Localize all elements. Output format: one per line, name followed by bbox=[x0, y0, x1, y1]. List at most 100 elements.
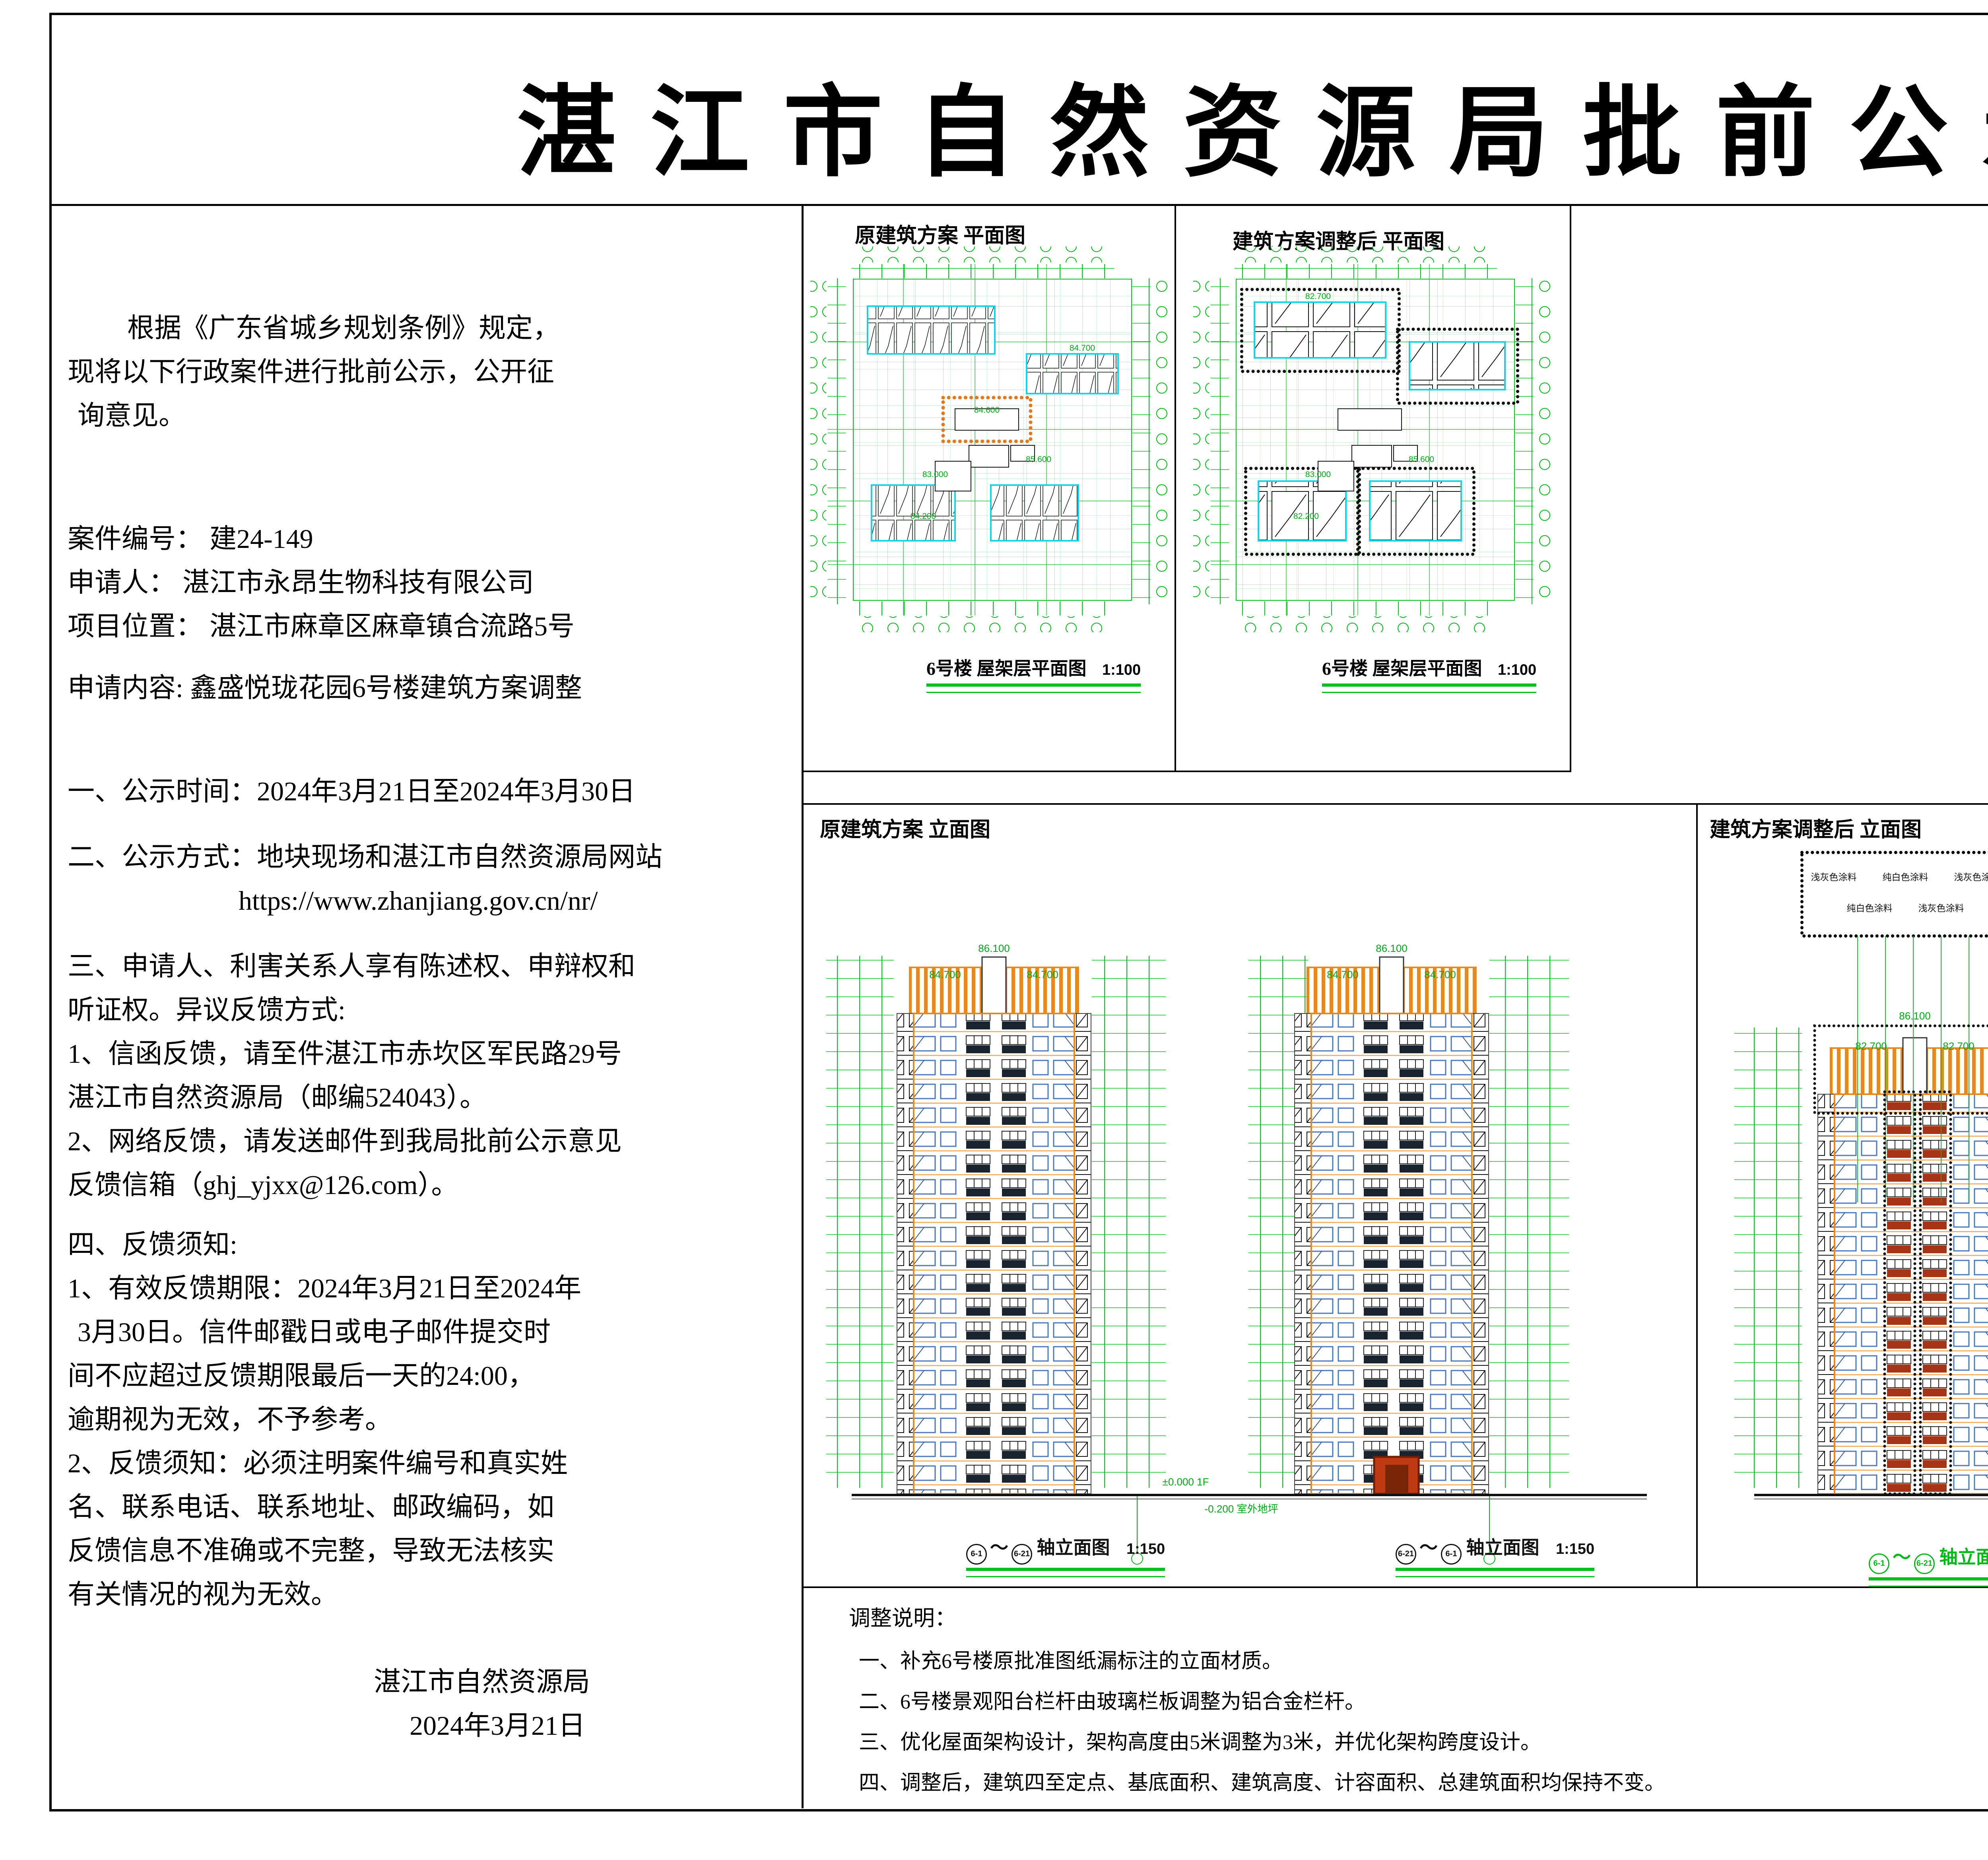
caption-text: 轴立面图 bbox=[1037, 1538, 1110, 1558]
body-line: 湛江市自然资源局（邮编524043）。 bbox=[68, 1082, 487, 1113]
caption-scale: 1:150 bbox=[1126, 1541, 1165, 1557]
body-line: 3月30日。信件邮戳日或电子邮件提交时 bbox=[78, 1317, 551, 1347]
body-line: 1、有效反馈期限：2024年3月21日至2024年 bbox=[68, 1273, 582, 1303]
tower-1-adjusted bbox=[1817, 1037, 1988, 1495]
body-line: 2、反馈须知：必须注明案件编号和真实姓 bbox=[68, 1448, 568, 1478]
entrance-portal bbox=[1373, 1456, 1420, 1495]
page-title: 湛江市自然资源局批前公示 bbox=[517, 79, 1988, 189]
plan-adjusted-axes bbox=[1193, 247, 1551, 632]
elevation-adjusted-section: 浅灰色涂料 纯白色涂料 浅灰色涂料 纯白色涂料 浅灰色涂料 纯白色涂料 浅灰色涂… bbox=[1734, 851, 1988, 1499]
ground-line bbox=[852, 1494, 1647, 1565]
level-core: 86.100 bbox=[978, 942, 1010, 954]
axis-bubble: 6-21 bbox=[1011, 1544, 1032, 1565]
caption-text: 6号楼 屋架层平面图 bbox=[1322, 658, 1482, 679]
body-line: 2、网络反馈，请发送邮件到我局批前公示意见 bbox=[68, 1126, 622, 1156]
level-crown: 84.700 bbox=[1027, 969, 1058, 980]
level-label: 84.200 bbox=[911, 512, 936, 521]
divider-elevations bbox=[1696, 803, 1698, 1587]
body-line: 三、申请人、利害关系人享有陈述权、申辩权和 bbox=[68, 951, 636, 981]
roof-truss-groups bbox=[867, 305, 1119, 542]
level-label: 82.200 bbox=[1293, 512, 1319, 521]
axis-bubble: 6-1 bbox=[1869, 1553, 1889, 1574]
revision-clouds-black bbox=[1240, 288, 1519, 556]
body-line: 二、公示方式：地块现场和湛江市自然资源局网站 bbox=[68, 842, 663, 872]
caption-underline bbox=[1396, 1567, 1595, 1577]
body-line: 现将以下行政案件进行批前公示，公开征 bbox=[68, 357, 555, 387]
body-line: 1、信函反馈，请至件湛江市赤坎区军民路29号 bbox=[68, 1039, 622, 1069]
signature-agency: 湛江市自然资源局 bbox=[374, 1667, 590, 1697]
level-label: 82.700 bbox=[1305, 292, 1331, 301]
axis-bubble: 6-1 bbox=[966, 1544, 987, 1565]
plan-level-labels: 82.700 82.200 85.600 83.000 bbox=[1293, 292, 1434, 521]
tilde: ～ bbox=[1893, 1547, 1911, 1567]
level-crown: 84.700 bbox=[1327, 969, 1359, 980]
axis-bubble: 6-21 bbox=[1914, 1553, 1935, 1574]
axis-bubble: 6-1 bbox=[1441, 1544, 1462, 1565]
website-url: https://www.zhanjiang.gov.cn/nr/ bbox=[239, 885, 598, 916]
elevation-original-section: 86.100 84.700 84.700 86.100 84.700 84.70… bbox=[826, 942, 1647, 1565]
level-labels: 86.100 82.700 82.700 86.100 82.700 82.70… bbox=[1855, 1010, 1974, 1052]
ground-line bbox=[1754, 1494, 1988, 1499]
divider-left-column bbox=[802, 204, 804, 1808]
divider-plans bbox=[1175, 204, 1176, 772]
material-label: 浅灰色涂料 bbox=[1811, 872, 1857, 882]
plan-original-axes bbox=[810, 247, 1168, 632]
notes-list: 一、补充6号楼原批准图纸漏标注的立面材质。 二、6号楼景观阳台栏杆由玻璃栏板调整… bbox=[859, 1641, 1665, 1804]
note-item-4: 四、调整后，建筑四至定点、基底面积、建筑高度、计容面积、总建筑面积均保持不变。 bbox=[859, 1772, 1666, 1794]
page-border bbox=[49, 13, 1988, 1811]
level-label: 83.000 bbox=[1305, 470, 1331, 479]
body-line: 根据《广东省城乡规划条例》规定， bbox=[127, 313, 560, 343]
location-line: 项目位置： 湛江市麻章区麻章镇合流路5号 bbox=[68, 611, 575, 641]
level-labels: 86.100 84.700 84.700 86.100 84.700 84.70… bbox=[929, 942, 1456, 1515]
elevations-top-line bbox=[802, 803, 1988, 805]
plan-label-original: 原建筑方案 平面图 bbox=[855, 225, 1026, 247]
elevation-label-adjusted: 建筑方案调整后 立面图 bbox=[1710, 819, 1922, 841]
revision-cloud-orange bbox=[941, 396, 1033, 443]
level-outdoor: -0.200 室外地坪 bbox=[1205, 1503, 1278, 1515]
caption-scale: 1:100 bbox=[1102, 662, 1141, 678]
material-label: 浅灰色涂料 bbox=[1954, 872, 1988, 882]
level-crown: 84.700 bbox=[929, 969, 961, 980]
elevation-label-original: 原建筑方案 立面图 bbox=[820, 819, 991, 841]
plan-level-labels: 84.600 84.700 84.200 85.600 83.000 bbox=[911, 344, 1095, 521]
elevations-bottom-line bbox=[802, 1586, 1988, 1588]
level-label: 83.000 bbox=[922, 470, 948, 479]
plan-adjusted-drawing: 82.700 82.200 85.600 83.000 bbox=[1193, 247, 1551, 632]
level-crown: 82.700 bbox=[1943, 1040, 1974, 1052]
note-item-1: 一、补充6号楼原批准图纸漏标注的立面材质。 bbox=[859, 1650, 1283, 1673]
caption-underline bbox=[1322, 683, 1537, 693]
annotation-cloud-labels: 浅灰色涂料 纯白色涂料 浅灰色涂料 纯白色涂料 浅灰色涂料 纯白色涂料 浅灰色涂… bbox=[1811, 872, 1988, 913]
applicant-line: 申请人： 湛江市永昂生物科技有限公司 bbox=[68, 567, 534, 598]
tower-2-original bbox=[1294, 956, 1489, 1495]
body-line: 反馈信息不准确或不完整，导致无法核实 bbox=[68, 1536, 555, 1566]
level-crown: 82.700 bbox=[1855, 1040, 1887, 1052]
caption-text: 轴立面图 bbox=[1939, 1547, 1988, 1567]
caption-underline bbox=[926, 683, 1141, 693]
body-line: 四、反馈须知: bbox=[68, 1229, 237, 1260]
divider-under-title bbox=[49, 204, 1988, 206]
material-label: 纯白色涂料 bbox=[1847, 903, 1893, 913]
plan-adjusted-caption: 6号楼 屋架层平面图 1:100 bbox=[1322, 654, 1537, 693]
body-line: 逾期视为无效，不予参考。 bbox=[68, 1404, 392, 1435]
body-line: 听证权。异议反馈方式: bbox=[68, 995, 346, 1025]
level-core: 86.100 bbox=[1899, 1010, 1931, 1022]
level-label: 85.600 bbox=[1026, 455, 1051, 464]
body-line: 询意见。 bbox=[78, 400, 186, 431]
caption-underline bbox=[1869, 1577, 1988, 1587]
body-line: 间不应超过反馈期限最后一天的24:00， bbox=[68, 1361, 535, 1391]
level-label: 84.600 bbox=[974, 406, 1000, 415]
level-ground: ±0.000 1F bbox=[1163, 1476, 1209, 1488]
note-item-2: 二、6号楼景观阳台栏杆由玻璃栏板调整为铝合金栏杆。 bbox=[859, 1691, 1366, 1713]
elevation-caption-3: 6-1～6-21 轴立面图 1:150 bbox=[1869, 1543, 1988, 1587]
stair-core bbox=[1318, 408, 1418, 491]
material-label: 浅灰色涂料 bbox=[1918, 903, 1964, 913]
caption-scale: 1:100 bbox=[1498, 662, 1537, 678]
caption-underline bbox=[966, 1567, 1165, 1577]
body-line: 名、联系电话、联系地址、邮政编码，如 bbox=[68, 1492, 555, 1522]
level-core: 86.100 bbox=[1376, 942, 1408, 954]
plan-original-caption: 6号楼 屋架层平面图 1:100 bbox=[926, 654, 1141, 693]
divider-plans-right bbox=[1570, 204, 1571, 772]
elevation-caption-2: 6-21～6-1 轴立面图 1:150 bbox=[1396, 1533, 1595, 1577]
leader-lines bbox=[1857, 936, 1969, 1202]
body-line: 有关情况的视为无效。 bbox=[68, 1579, 338, 1610]
